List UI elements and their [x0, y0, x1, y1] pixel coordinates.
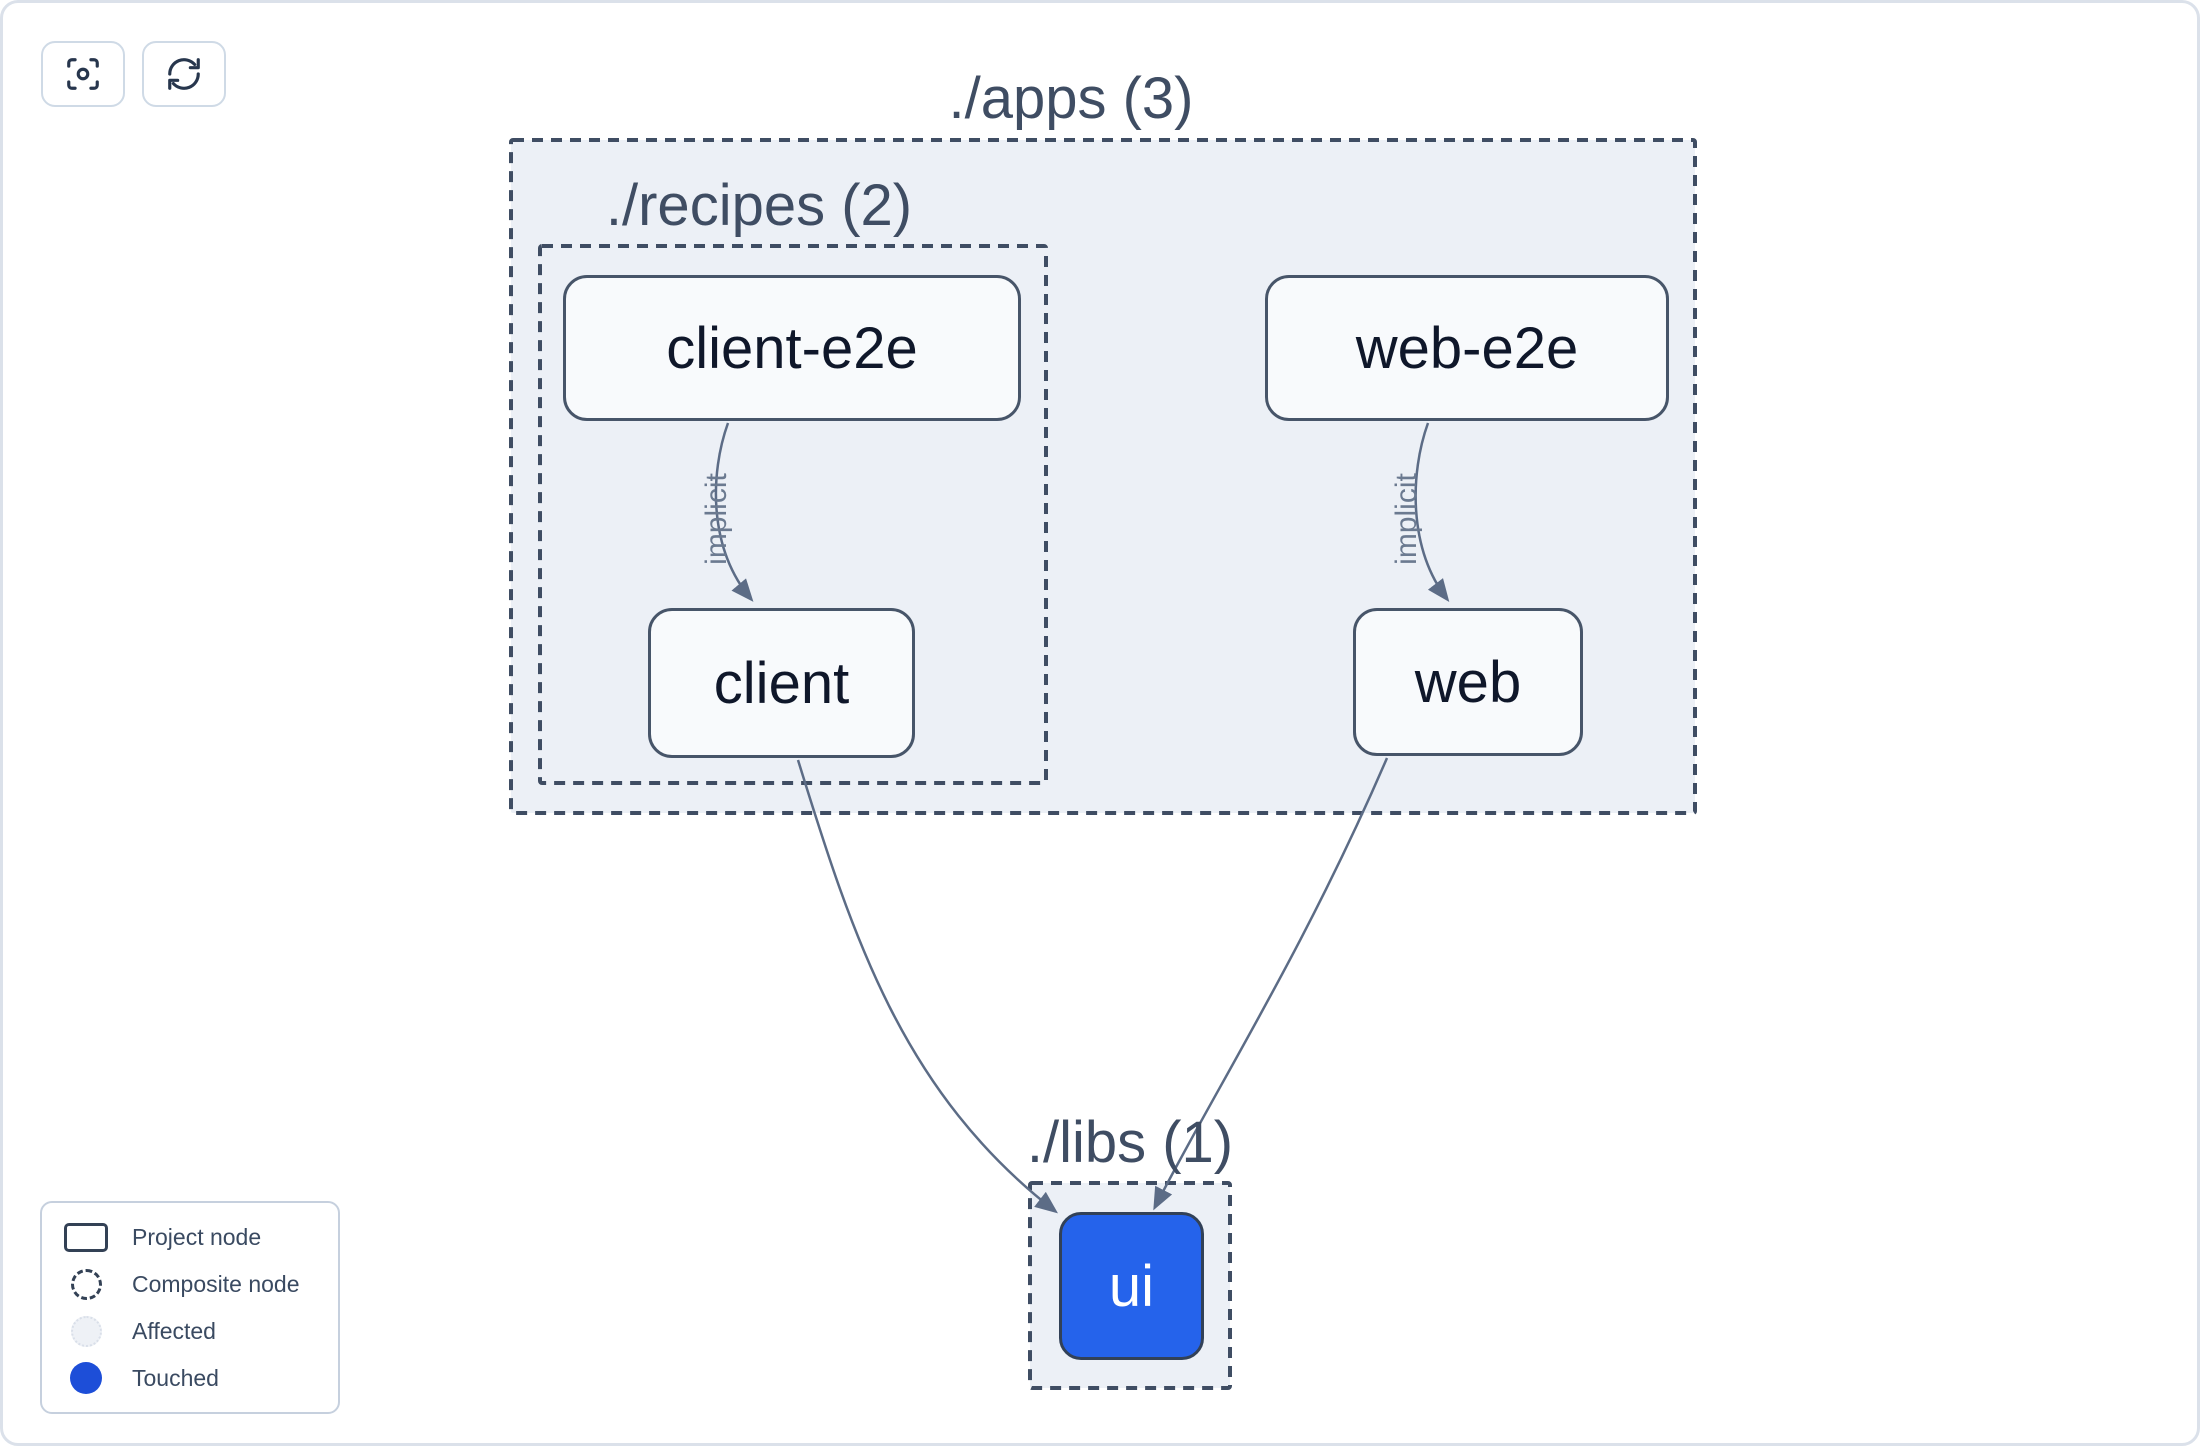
legend-item-project-node: Project node: [62, 1220, 318, 1254]
edge-client-to-ui: [796, 759, 1059, 1214]
project-node-ui[interactable]: ui: [1059, 1212, 1204, 1360]
composite-label-libs[interactable]: ./libs (1): [1026, 1110, 1234, 1175]
focus-icon: [67, 58, 99, 90]
affected-swatch-icon: [70, 1315, 102, 1347]
refresh-icon: [168, 58, 200, 90]
composite-node-swatch-icon: [70, 1268, 102, 1300]
project-node-client[interactable]: client: [648, 608, 915, 758]
edge-label-implicit: implicit: [700, 473, 733, 565]
edge-label-implicit: implicit: [1390, 473, 1423, 565]
legend-item-affected: Affected: [62, 1314, 318, 1348]
refresh-button[interactable]: [142, 41, 226, 107]
legend-label: Touched: [132, 1364, 219, 1391]
legend-label: Affected: [132, 1317, 216, 1344]
project-node-client-e2e[interactable]: client-e2e: [563, 275, 1021, 421]
legend: Project node Composite node Affected Tou…: [40, 1201, 340, 1414]
edge-client-e2e-to-client: [714, 422, 754, 602]
project-node-swatch-icon: [64, 1222, 108, 1252]
legend-item-composite-node: Composite node: [62, 1267, 318, 1301]
legend-label: Project node: [132, 1223, 262, 1250]
legend-item-touched: Touched: [62, 1361, 318, 1395]
legend-label: Composite node: [132, 1270, 300, 1297]
touched-swatch-icon: [70, 1362, 102, 1394]
focus-button[interactable]: [41, 41, 125, 107]
edge-web-e2e-to-web: [1414, 422, 1450, 603]
edge-web-to-ui: [1153, 757, 1389, 1211]
project-node-web[interactable]: web: [1353, 608, 1583, 756]
composite-label-recipes[interactable]: ./recipes (2): [605, 173, 913, 238]
project-node-web-e2e[interactable]: web-e2e: [1265, 275, 1669, 421]
composite-label-apps[interactable]: ./apps (3): [948, 66, 1194, 131]
graph-toolbar: [41, 41, 226, 107]
